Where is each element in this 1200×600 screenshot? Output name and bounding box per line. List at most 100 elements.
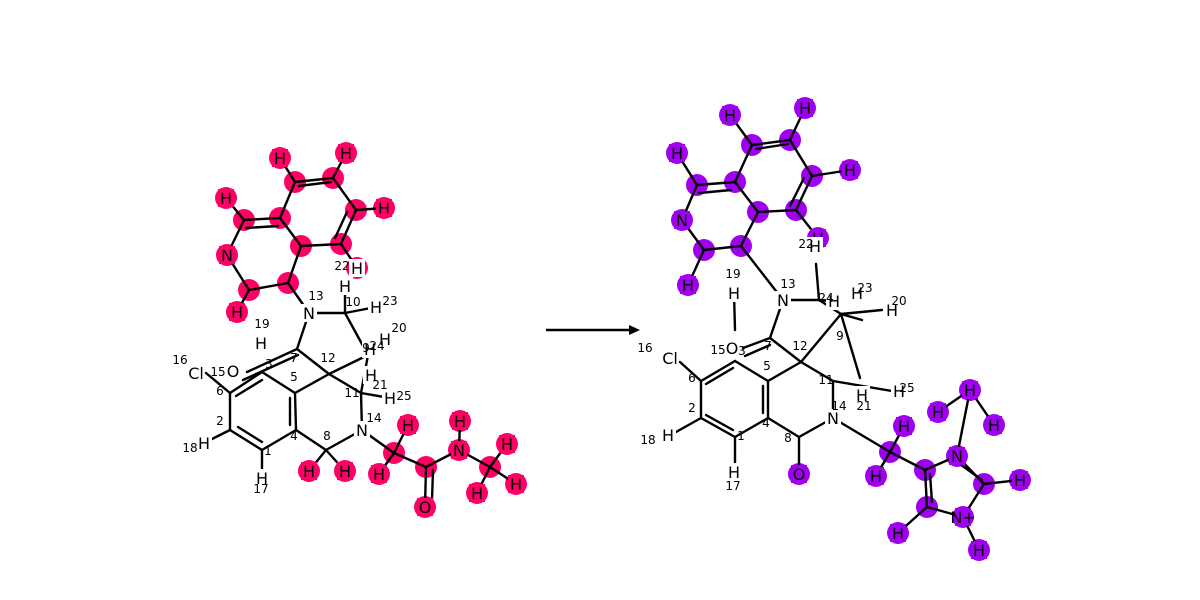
bond-line (766, 360, 803, 383)
carbon-index-label: 7 (290, 351, 298, 365)
atom-label: H (828, 292, 840, 311)
atom-label-bg (451, 441, 467, 459)
atom-index-label: 13 (308, 289, 323, 303)
bond-line (674, 416, 703, 434)
carbon-index-label: 9 (362, 341, 370, 355)
atom-index-label: 20 (391, 321, 406, 335)
atom-label: N (777, 291, 789, 310)
double-bond-line (297, 180, 333, 188)
atom-label-bg (807, 237, 823, 255)
bond-line (327, 372, 363, 395)
atom-label-bg (674, 211, 690, 229)
bond-line (739, 210, 760, 248)
atom-label: H (339, 462, 351, 481)
atom-label-bg (218, 189, 234, 207)
atom-label-bg (354, 421, 370, 439)
atom-label: H (964, 381, 976, 400)
atom-label: H (378, 199, 390, 218)
atom-index-label: 13 (780, 277, 795, 291)
bond-line (278, 216, 303, 248)
atom-label-bg (376, 199, 392, 217)
atom-label-bg (726, 463, 742, 481)
atom-label: H (724, 106, 736, 125)
atom-index-label: 19 (725, 267, 740, 281)
atom-label-bg (669, 144, 685, 162)
atom-label: H (870, 467, 882, 486)
atom-label: H (351, 259, 363, 278)
atom-label: N (827, 409, 839, 428)
atom-label: H (340, 144, 352, 163)
double-bond-line (333, 210, 349, 240)
bond-line (733, 359, 770, 383)
atom-label: H (379, 330, 391, 349)
atom-label-bg (986, 416, 1002, 434)
bond-line (839, 308, 884, 316)
bond-line (955, 388, 972, 458)
atom-label: H (1014, 471, 1026, 490)
atom-label: H (988, 416, 1000, 435)
atom-label: H (932, 403, 944, 422)
atom-label-bg (499, 435, 515, 453)
atom-label: H (886, 301, 898, 320)
atom-label-bg (371, 465, 387, 483)
carbon-index-label: 15 (710, 343, 725, 357)
atom-label-bg (368, 298, 384, 316)
atom-index-label: 18 (182, 441, 197, 455)
bond-line (699, 359, 737, 383)
atom-index-label: 23 (382, 294, 397, 308)
bond-line (392, 451, 428, 469)
atom-label: H (402, 416, 414, 435)
atom-label: H (671, 144, 683, 163)
atom-label-bg (775, 291, 791, 309)
bond-line (247, 281, 290, 292)
atom-label: N+ (950, 508, 975, 527)
bond-line (286, 244, 303, 285)
carbon-index-label: 3 (265, 357, 273, 371)
bond-line (750, 138, 792, 147)
atom-index-label: 21 (856, 399, 871, 413)
atom-label-bg (337, 462, 353, 480)
double-bond-line (234, 378, 264, 398)
bond-line (245, 347, 299, 374)
atom-label: H (728, 284, 740, 303)
double-bond-line (788, 176, 806, 208)
atom-label: H (256, 469, 268, 488)
atom-label: H (454, 412, 466, 431)
atom-label-bg (338, 144, 354, 162)
bond-line (242, 216, 282, 222)
carbon-index-label: 5 (290, 370, 298, 384)
atom-label: H (799, 99, 811, 118)
atom-label-bg (726, 284, 742, 302)
atom-label-bg (253, 334, 269, 352)
atom-label-bg (971, 541, 987, 559)
atom-label-bg (955, 508, 971, 526)
atom-index-label: 21 (372, 378, 387, 392)
double-bond-line (743, 343, 772, 358)
bond-line (295, 347, 331, 376)
atom-label: O (726, 339, 739, 358)
atom-label: H (471, 484, 483, 503)
atom-label-bg (349, 259, 365, 277)
double-bond-line (430, 468, 435, 502)
atom-label: H (728, 463, 740, 482)
bond-line (294, 428, 328, 452)
double-bond-line (704, 366, 735, 386)
bond-line (260, 428, 298, 452)
carbon-index-label: 11 (344, 386, 359, 400)
carbon-index-label: 12 (792, 339, 807, 353)
atom-label: H (851, 284, 863, 303)
atom-label-bg (254, 469, 270, 487)
atom-label-bg (188, 364, 204, 382)
atom-label-bg (1012, 471, 1028, 489)
bond-line (799, 312, 843, 364)
atom-label-bg (301, 462, 317, 480)
atom-label-bg (272, 149, 288, 167)
atom-label: H (365, 366, 377, 385)
bond-line (699, 416, 737, 439)
atom-label-bg (930, 403, 946, 421)
bond-line (299, 242, 343, 248)
carbon-index-label: 8 (323, 429, 331, 443)
bond-line (204, 371, 232, 395)
atom-index-label: 25 (899, 381, 914, 395)
